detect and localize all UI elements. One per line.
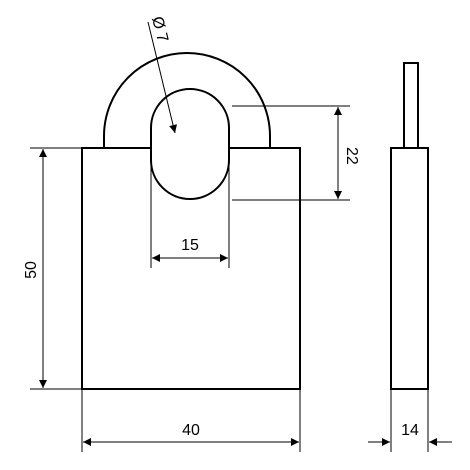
body-thickness-dimension: 14 bbox=[368, 389, 452, 452]
body-thickness-label: 14 bbox=[401, 422, 419, 439]
body-height-dimension: 50 bbox=[23, 147, 82, 390]
body-outline bbox=[81, 147, 301, 390]
inner-width-label: 15 bbox=[181, 237, 199, 254]
diameter-label: Ø 7 bbox=[148, 15, 171, 44]
side-body bbox=[390, 147, 429, 390]
shackle-outer bbox=[103, 52, 271, 148]
body-width-label: 40 bbox=[182, 422, 200, 439]
body-height-label: 50 bbox=[23, 261, 40, 279]
diameter-leader bbox=[147, 21, 177, 134]
shackle-inner-arc bbox=[150, 88, 230, 148]
clearance-height-label: 22 bbox=[343, 147, 360, 165]
side-view bbox=[390, 62, 429, 390]
diameter-dimension: Ø 7 bbox=[147, 15, 177, 134]
clearance-height-dimension: 22 bbox=[232, 105, 360, 201]
inner-width-dimension: 15 bbox=[150, 160, 230, 268]
shackle bbox=[103, 52, 271, 148]
side-shackle bbox=[403, 62, 419, 149]
padlock-body bbox=[81, 147, 301, 390]
body-width-dimension: 40 bbox=[81, 389, 301, 452]
